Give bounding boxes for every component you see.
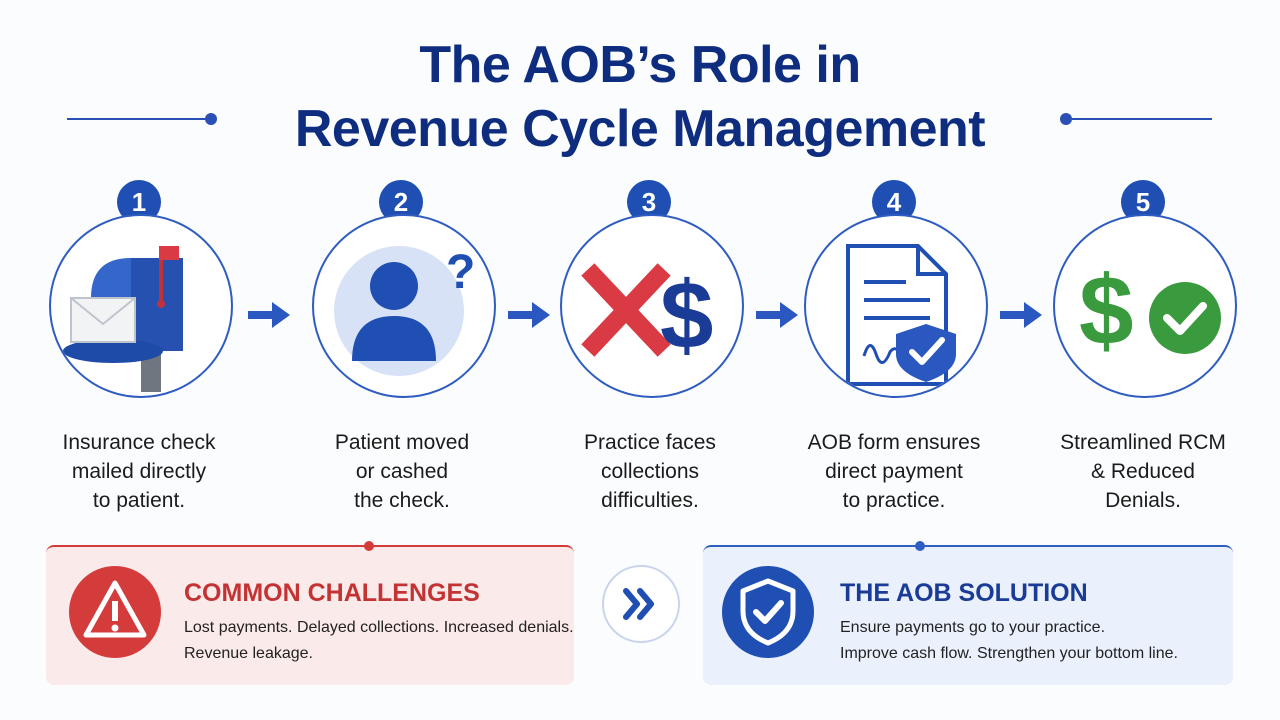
solution-text-line-1: Ensure payments go to your practice.: [840, 619, 1106, 636]
title-divider-right-dot: [1060, 113, 1072, 125]
shield-check-icon: [722, 566, 814, 658]
step-2-caption: Patient moved or cashed the check.: [292, 428, 512, 515]
step-1-circle: [49, 214, 233, 398]
step-2-caption-line-1: Patient moved: [334, 431, 470, 454]
title-divider-right: [1072, 118, 1212, 120]
step-3-circle: $: [560, 214, 744, 398]
step-4-caption: AOB form ensures direct payment to pract…: [784, 428, 1004, 515]
page-title-line-1: The AOB’s Role in: [419, 36, 861, 94]
title-divider-left: [67, 118, 207, 120]
solution-text: Ensure payments go to your practice. Imp…: [840, 615, 1178, 667]
step-2-circle: ?: [312, 214, 496, 398]
step-2-caption-line-2: or cashed: [355, 460, 449, 483]
challenges-text-line-1: Lost payments. Delayed collections. Incr…: [184, 619, 574, 636]
solution-panel: THE AOB SOLUTION Ensure payments go to y…: [703, 541, 1233, 685]
challenges-title: COMMON CHALLENGES: [184, 579, 480, 607]
title-divider-left-dot: [205, 113, 217, 125]
step-5-caption-line-2: & Reduced: [1091, 460, 1195, 483]
solution-text-line-2: Improve cash flow. Strengthen your botto…: [840, 645, 1178, 662]
arrow-right-icon: [248, 302, 290, 328]
challenges-panel: COMMON CHALLENGES Lost payments. Delayed…: [46, 541, 574, 685]
svg-text:?: ?: [446, 246, 475, 299]
warning-icon: [69, 566, 161, 658]
arrow-right-icon: [1000, 302, 1042, 328]
step-4-circle: [804, 214, 988, 398]
step-1-caption-line-3: to patient.: [92, 489, 186, 512]
challenges-panel-dot: [364, 541, 374, 551]
step-3-caption-line-3: difficulties.: [601, 489, 699, 512]
page-title-line-2: Revenue Cycle Management: [294, 100, 986, 158]
step-3-caption-line-1: Practice faces: [584, 431, 716, 454]
step-5-caption: Streamlined RCM & Reduced Denials.: [1033, 428, 1253, 515]
x-dollar-icon: $: [581, 262, 713, 369]
step-1-caption-line-2: mailed directly: [71, 460, 207, 483]
step-3-caption-line-2: collections: [600, 460, 700, 483]
signed-form-shield-icon: [846, 244, 956, 386]
arrow-right-icon: [756, 302, 798, 328]
step-5-circle: $: [1053, 214, 1237, 398]
step-2-caption-line-3: the check.: [354, 489, 450, 512]
step-4-caption-line-1: AOB form ensures: [807, 431, 981, 454]
challenges-text: Lost payments. Delayed collections. Incr…: [184, 615, 574, 667]
step-5-caption-line-1: Streamlined RCM: [1060, 431, 1226, 454]
person-question-icon: ?: [334, 246, 475, 376]
mailbox-icon: [63, 246, 183, 392]
step-3-caption: Practice faces collections difficulties.: [540, 428, 760, 515]
transition-chevron: [602, 565, 680, 643]
double-chevron-right-icon: [623, 588, 654, 620]
solution-panel-dot: [915, 541, 925, 551]
step-4-caption-line-3: to practice.: [842, 489, 946, 512]
arrow-right-icon: [508, 302, 550, 328]
step-1-caption: Insurance check mailed directly to patie…: [29, 428, 249, 515]
svg-text:$: $: [660, 262, 713, 369]
step-4-caption-line-2: direct payment: [825, 460, 963, 483]
challenges-text-line-2: Revenue leakage.: [184, 645, 313, 662]
step-1-caption-line-1: Insurance check: [62, 431, 216, 454]
solution-title: THE AOB SOLUTION: [840, 579, 1088, 607]
svg-text:$: $: [1079, 255, 1134, 365]
dollar-check-icon: $: [1079, 255, 1221, 365]
step-5-caption-line-3: Denials.: [1105, 489, 1181, 512]
